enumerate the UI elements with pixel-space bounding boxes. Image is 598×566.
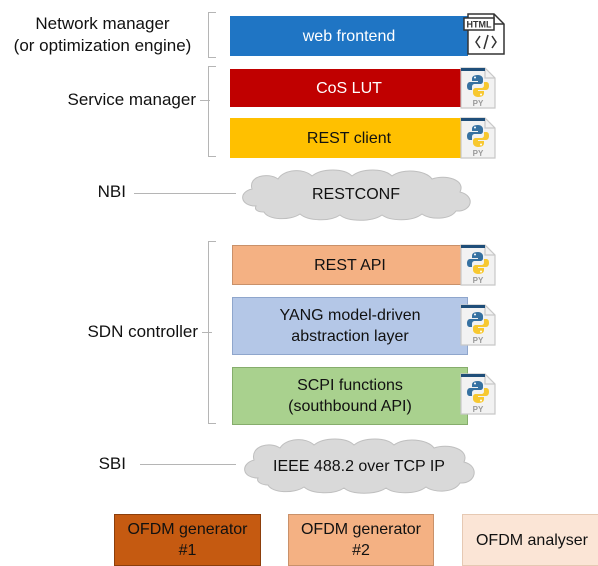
rest-client-box: REST client xyxy=(230,118,468,158)
rest-api-box: REST API xyxy=(232,245,468,285)
cos-lut-box: CoS LUT xyxy=(230,69,468,107)
svg-text:PY: PY xyxy=(473,276,484,285)
sdn-controller-label: SDN controller xyxy=(87,322,198,341)
service-manager-label: Service manager xyxy=(67,90,196,109)
service-connector xyxy=(200,100,210,101)
python-file-icon: PY xyxy=(460,304,496,346)
python-file-icon: PY xyxy=(460,117,496,159)
restconf-label: RESTCONF xyxy=(312,186,400,203)
nbi-label: NBI xyxy=(97,182,126,201)
python-file-icon: PY xyxy=(460,373,496,415)
sdn-connector xyxy=(202,332,212,333)
svg-text:PY: PY xyxy=(473,336,484,345)
ieee-label: IEEE 488.2 over TCP IP xyxy=(273,458,445,475)
python-file-icon: PY xyxy=(460,67,496,109)
svg-text:PY: PY xyxy=(473,149,484,158)
network-manager-label: Network manager (or optimization engine) xyxy=(13,14,192,55)
restconf-cloud: RESTCONF xyxy=(242,169,471,221)
svg-text:PY: PY xyxy=(473,99,484,108)
sbi-connector xyxy=(140,464,236,465)
nbi-connector xyxy=(134,193,236,194)
svg-text:PY: PY xyxy=(473,405,484,414)
service-manager-bracket xyxy=(208,66,216,157)
ofdm-generator-2-box: OFDM generator #2 xyxy=(288,514,434,566)
python-file-icon: PY xyxy=(460,244,496,286)
scpi-functions-box: SCPI functions (southbound API) xyxy=(232,367,468,425)
ofdm-analyser-box: OFDM analyser xyxy=(462,514,598,566)
web-frontend-box: web frontend xyxy=(230,16,468,56)
network-manager-bracket xyxy=(208,12,216,58)
ofdm-generator-1-box: OFDM generator #1 xyxy=(114,514,261,566)
html-file-icon: HTML xyxy=(463,13,505,55)
yang-abstraction-box: YANG model-driven abstraction layer xyxy=(232,297,468,355)
svg-text:HTML: HTML xyxy=(467,20,492,30)
sbi-label: SBI xyxy=(98,454,126,473)
ieee-cloud: IEEE 488.2 over TCP IP xyxy=(244,438,475,494)
